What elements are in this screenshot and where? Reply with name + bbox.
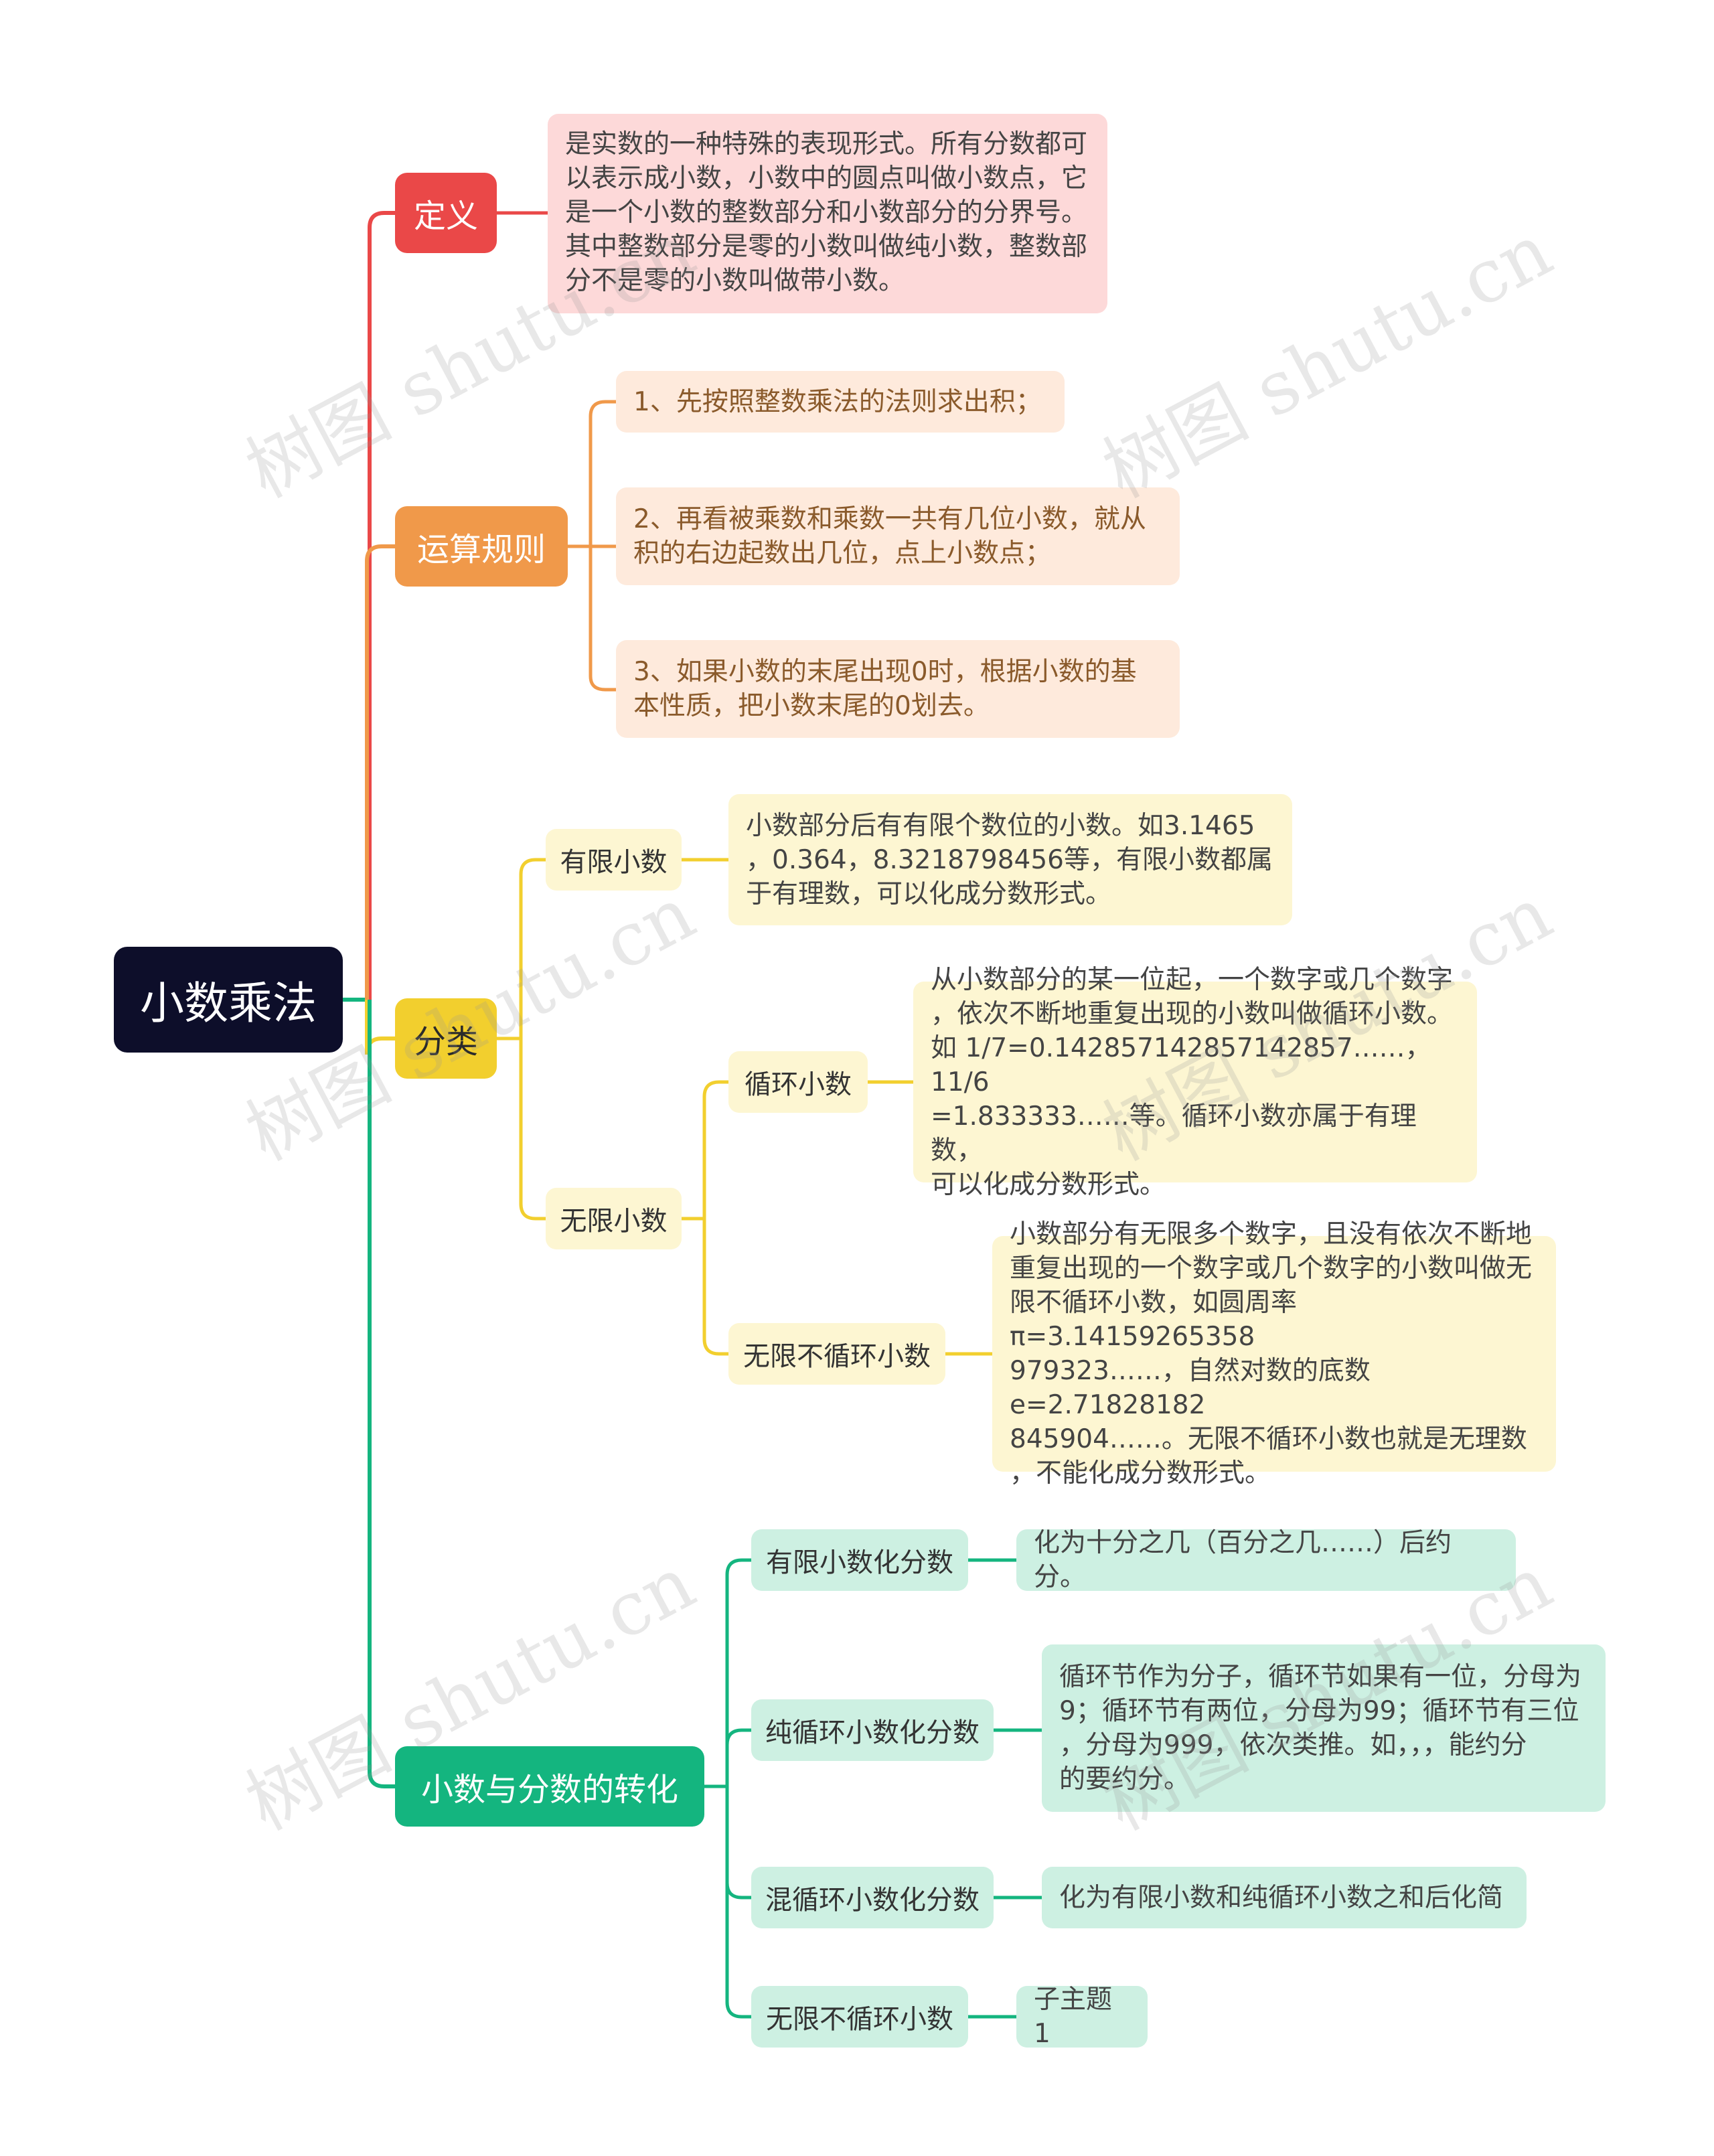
- repeating-leaf[interactable]: 从小数部分的某一位起，一个数字或几个数字 ，依次不断地重复出现的小数叫做循环小数…: [913, 965, 1477, 1200]
- edge-rules-items: [568, 400, 616, 692]
- conv-sub-1-label: 有限小数化分数: [766, 1547, 953, 1578]
- sub-infinite[interactable]: 无限小数: [546, 1188, 682, 1249]
- branch-rules[interactable]: 运算规则: [395, 506, 568, 587]
- sub-finite-label: 有限小数: [560, 847, 668, 878]
- rules-item-1-text: 1、先按照整数乘法的法则求出积；: [633, 386, 1042, 417]
- branch-conversion-label: 小数与分数的转化: [420, 1771, 678, 1808]
- definition-leaf[interactable]: 是实数的一种特殊的表现形式。所有分数都可 以表示成小数，小数中的圆点叫做小数点，…: [548, 114, 1107, 313]
- conv-leaf-2[interactable]: 循环节作为分子，循环节如果有一位，分母为 9；循环节有两位，分母为99；循环节有…: [1042, 1644, 1606, 1812]
- edge-classification-subs: [497, 858, 546, 1221]
- sub-nonrepeating-label: 无限不循环小数: [743, 1341, 931, 1372]
- finite-leaf-text: 小数部分后有有限个数位的小数。如3.1465 ，0.364，8.32187984…: [746, 810, 1273, 909]
- branch-conversion[interactable]: 小数与分数的转化: [395, 1746, 704, 1827]
- conv-sub-2[interactable]: 纯循环小数化分数: [751, 1699, 994, 1761]
- sub-repeating[interactable]: 循环小数: [728, 1051, 868, 1113]
- nonrepeating-leaf[interactable]: 小数部分有无限多个数字，且没有依次不断地 重复出现的一个数字或几个数字的小数叫做…: [992, 1219, 1556, 1488]
- conv-sub-4-label: 无限不循环小数: [766, 2004, 953, 2035]
- conv-sub-3[interactable]: 混循环小数化分数: [751, 1867, 994, 1928]
- rules-item-3-text: 3、如果小数的末尾出现0时，根据小数的基 本性质，把小数末尾的0划去。: [633, 657, 1137, 721]
- conv-sub-4[interactable]: 无限不循环小数: [751, 1986, 968, 2048]
- branch-definition-label: 定义: [413, 198, 478, 235]
- root-label: 小数乘法: [140, 978, 317, 1029]
- repeating-leaf-text: 从小数部分的某一位起，一个数字或几个数字 ，依次不断地重复出现的小数叫做循环小数…: [931, 964, 1454, 1200]
- definition-leaf-text: 是实数的一种特殊的表现形式。所有分数都可 以表示成小数，小数中的圆点叫做小数点，…: [565, 129, 1088, 296]
- rules-item-3[interactable]: 3、如果小数的末尾出现0时，根据小数的基 本性质，把小数末尾的0划去。: [616, 640, 1180, 738]
- conv-leaf-2-text: 循环节作为分子，循环节如果有一位，分母为 9；循环节有两位，分母为99；循环节有…: [1059, 1662, 1582, 1794]
- conv-sub-3-label: 混循环小数化分数: [765, 1885, 980, 1916]
- branch-classification[interactable]: 分类: [395, 998, 497, 1079]
- conv-sub-1[interactable]: 有限小数化分数: [751, 1529, 968, 1591]
- conv-leaf-4[interactable]: 子主题 1: [1016, 1985, 1148, 2049]
- conv-leaf-1[interactable]: 化为十分之几（百分之几……）后约分。: [1016, 1528, 1516, 1592]
- branch-classification-label: 分类: [413, 1023, 478, 1061]
- rules-item-1[interactable]: 1、先按照整数乘法的法则求出积；: [616, 371, 1065, 433]
- rules-item-2-text: 2、再看被乘数和乘数一共有几位小数，就从 积的右边起数出几位，点上小数点；: [633, 504, 1146, 568]
- conv-leaf-3-text: 化为有限小数和纯循环小数之和后化简: [1059, 1882, 1504, 1913]
- conv-leaf-1-text: 化为十分之几（百分之几……）后约分。: [1034, 1528, 1452, 1592]
- rules-item-2[interactable]: 2、再看被乘数和乘数一共有几位小数，就从 积的右边起数出几位，点上小数点；: [616, 487, 1180, 585]
- sub-repeating-label: 循环小数: [745, 1069, 852, 1100]
- root-node[interactable]: 小数乘法: [114, 947, 343, 1053]
- edge-conversion-subs: [704, 1558, 751, 2019]
- edge-root-definition: [368, 211, 395, 1000]
- nonrepeating-leaf-text: 小数部分有无限多个数字，且没有依次不断地 重复出现的一个数字或几个数字的小数叫做…: [1010, 1219, 1533, 1488]
- finite-leaf[interactable]: 小数部分后有有限个数位的小数。如3.1465 ，0.364，8.32187984…: [728, 794, 1292, 925]
- edge-root-conversion: [368, 1000, 395, 1788]
- edge-infinite-subs: [682, 1080, 728, 1356]
- sub-finite[interactable]: 有限小数: [546, 829, 682, 891]
- conv-sub-2-label: 纯循环小数化分数: [765, 1717, 980, 1748]
- sub-infinite-label: 无限小数: [560, 1206, 668, 1237]
- branch-rules-label: 运算规则: [416, 531, 546, 568]
- conv-leaf-4-text: 子主题 1: [1034, 1985, 1113, 2049]
- sub-nonrepeating[interactable]: 无限不循环小数: [728, 1323, 945, 1385]
- branch-definition[interactable]: 定义: [395, 173, 497, 253]
- edge-root-rules: [365, 544, 395, 1000]
- conv-leaf-3[interactable]: 化为有限小数和纯循环小数之和后化简: [1042, 1867, 1527, 1928]
